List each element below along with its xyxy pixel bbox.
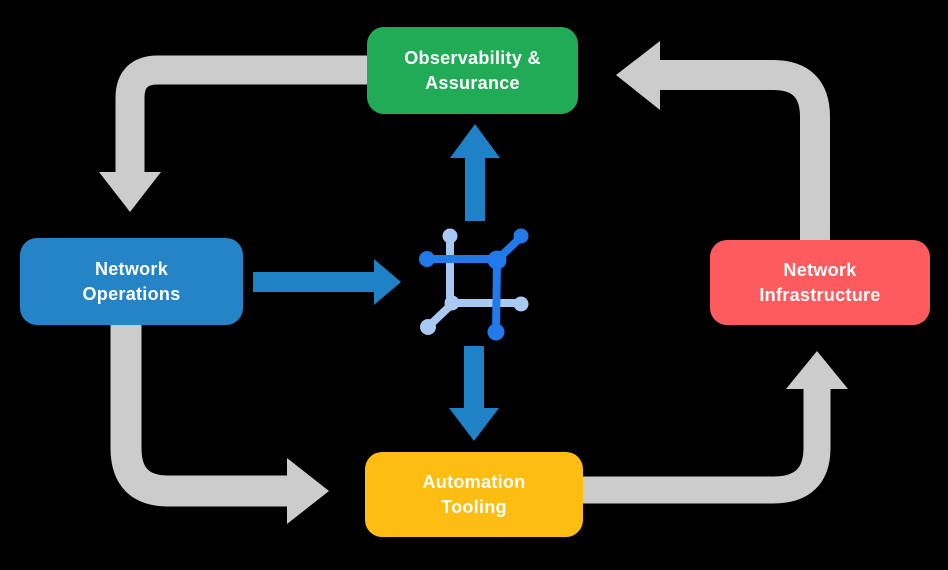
node-observability-assurance: Observability & Assurance bbox=[367, 27, 578, 114]
arrowhead-up bbox=[786, 351, 848, 389]
arrow-automation-to-infrastructure bbox=[583, 351, 848, 504]
arrowhead-down bbox=[449, 408, 499, 441]
arrow-shaft bbox=[583, 387, 831, 504]
arrowhead-up bbox=[450, 124, 500, 158]
arrow-center-to-observability bbox=[450, 124, 500, 221]
arrow-shaft bbox=[115, 55, 367, 174]
arrow-operations-to-automation bbox=[110, 325, 329, 524]
node-network-operations: Network Operations bbox=[20, 238, 243, 325]
arrow-shaft bbox=[658, 60, 830, 240]
arrow-operations-to-center bbox=[253, 259, 401, 305]
network-automation-icon bbox=[419, 228, 529, 341]
node-automation-label: Automation Tooling bbox=[422, 472, 526, 517]
arrowhead-right bbox=[374, 259, 401, 305]
arrow-center-to-automation bbox=[449, 346, 499, 441]
node-operations-label: Network Operations bbox=[82, 259, 181, 304]
arrowhead-left bbox=[616, 41, 660, 110]
arrow-shaft bbox=[110, 325, 289, 507]
arrowhead-down bbox=[99, 172, 161, 212]
node-automation-tooling: Automation Tooling bbox=[365, 452, 583, 537]
icon-dark-nodes bbox=[419, 228, 529, 341]
arrow-observability-to-operations bbox=[99, 55, 367, 212]
arrow-infrastructure-to-observability bbox=[616, 41, 830, 240]
node-network-infrastructure: Network Infrastructure bbox=[710, 240, 930, 325]
node-infrastructure-label: Network Infrastructure bbox=[759, 260, 881, 305]
arrowhead-right bbox=[287, 458, 329, 524]
icon-light-nodes bbox=[420, 228, 529, 335]
node-observability-label: Observability & Assurance bbox=[404, 48, 541, 93]
